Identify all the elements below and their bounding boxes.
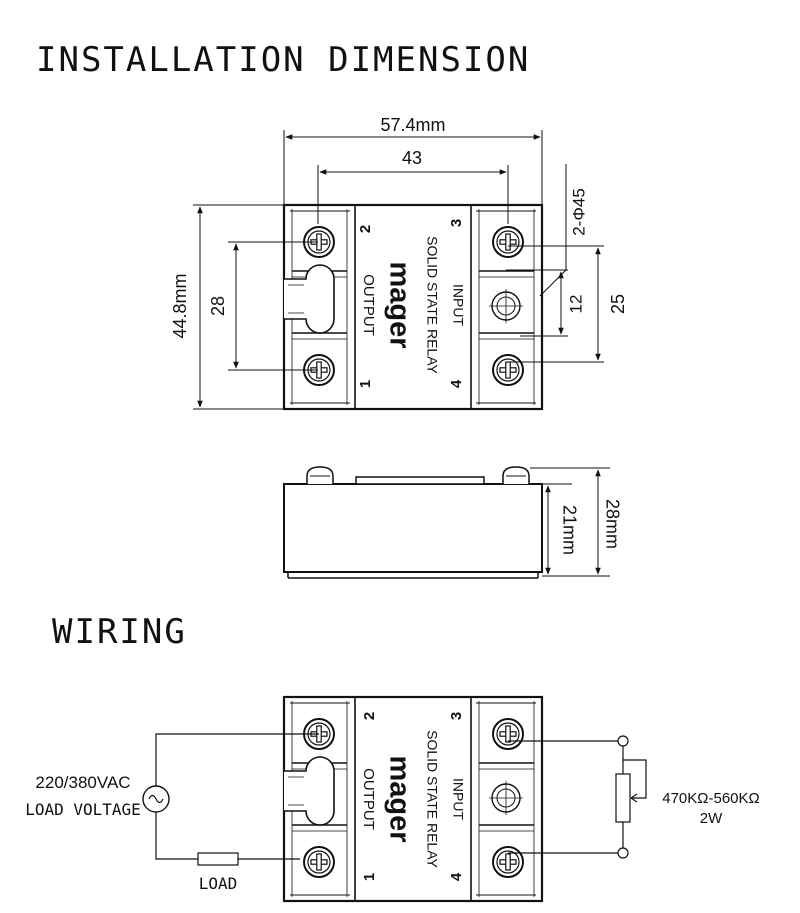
input-node-top — [617, 735, 629, 747]
relay-side-view — [283, 466, 543, 579]
relay-name-label: SOLID STATE RELAY — [424, 236, 440, 374]
dim-height-total: 44.8mm — [170, 273, 190, 338]
side-dimensions — [530, 467, 610, 577]
installation-heading: INSTALLATION DIMENSION — [36, 40, 531, 80]
dim-hole-diameter: 2-Φ45 — [569, 188, 588, 236]
wiring-heading: WIRING — [52, 612, 187, 652]
dim-hole-offset: 12 — [566, 295, 585, 314]
wiring-terminal-2-label: 2 — [361, 712, 378, 720]
input-label: INPUT — [450, 284, 466, 326]
load-label: LOAD — [199, 874, 238, 893]
terminal-3-label: 3 — [448, 219, 465, 227]
wiring-input-label: INPUT — [450, 778, 466, 820]
terminal-4-label: 4 — [448, 379, 465, 388]
relay-wiring-labels: 2 1 3 4 OUTPUT mager SOLID STATE RELAY I… — [360, 712, 466, 881]
side-dimension-labels: 21mm 28mm — [559, 499, 622, 555]
relay-top-labels: 2 1 3 4 OUTPUT mager SOLID STATE RELAY I… — [357, 219, 466, 388]
wiring-terminal-4-label: 4 — [448, 872, 465, 881]
wiring-brand-logo: mager — [383, 755, 415, 842]
load-voltage-caption: LOAD VOLTAGE — [25, 800, 141, 819]
dim-input-spacing: 25 — [608, 294, 628, 314]
wiring-relay-name-label: SOLID STATE RELAY — [424, 730, 440, 868]
load-voltage-value: 220/380VAC — [35, 773, 130, 792]
load-circuit — [155, 733, 319, 866]
wiring-terminal-3-label: 3 — [448, 712, 465, 720]
resistor-power: 2W — [700, 810, 723, 827]
resistor-value: 470KΩ-560KΩ — [662, 790, 760, 807]
input-node-bottom — [617, 847, 629, 859]
wiring-output-label: OUTPUT — [360, 768, 377, 830]
brand-logo: mager — [383, 261, 415, 348]
input-terminal-icons — [617, 735, 629, 859]
dim-total-height: 28mm — [602, 499, 622, 549]
dim-hole-spacing: 43 — [402, 148, 422, 168]
terminal-1-label: 1 — [357, 380, 374, 388]
ac-source-icon — [142, 785, 170, 813]
dim-output-spacing: 28 — [208, 296, 228, 316]
dim-width-total: 57.4mm — [380, 115, 445, 135]
top-dimension-labels: 57.4mm 43 44.8mm 28 2-Φ45 12 25 — [170, 115, 628, 339]
resistor-element — [615, 773, 631, 823]
top-dimensions — [193, 130, 604, 410]
wiring-terminal-1-label: 1 — [361, 873, 378, 881]
dim-body-height: 21mm — [559, 505, 579, 555]
input-circuit — [508, 740, 647, 854]
terminal-2-label: 2 — [357, 225, 374, 233]
output-label: OUTPUT — [360, 274, 377, 336]
load-element — [197, 852, 239, 866]
